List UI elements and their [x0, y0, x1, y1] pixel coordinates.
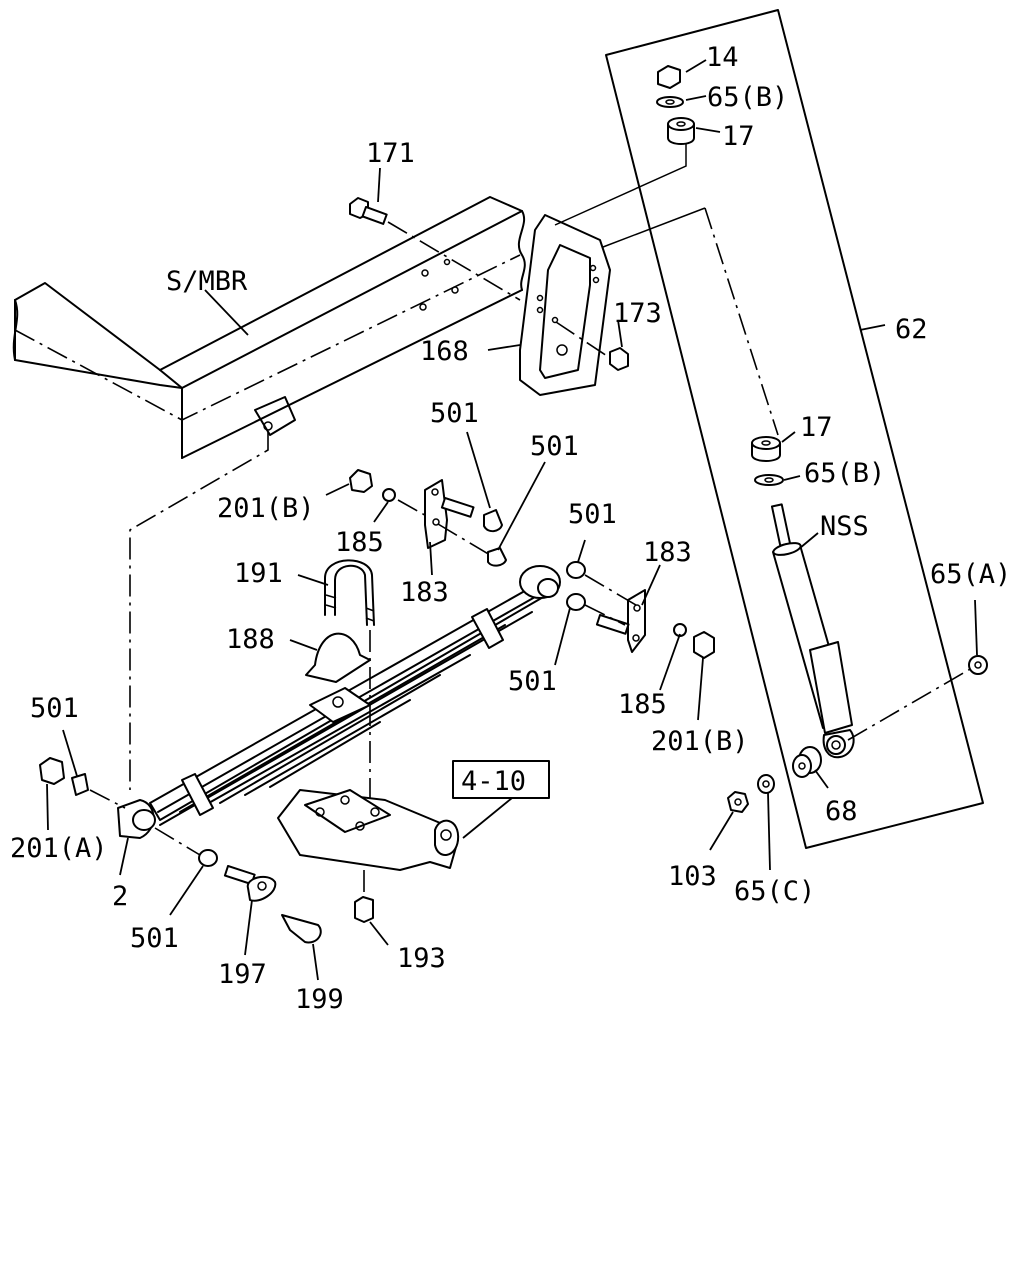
side-member [12, 196, 526, 459]
label-65b-mid: 65(B) [804, 458, 885, 489]
rear-eye-hardware [39, 757, 322, 944]
label-191: 191 [234, 558, 283, 589]
label-65a-right: 65(A) [930, 559, 1011, 590]
label-201a: 201(A) [10, 833, 108, 864]
label-501-a: 501 [430, 398, 479, 429]
label-501-d: 501 [508, 666, 557, 697]
leaf-spring [117, 565, 561, 839]
bolt-171 [349, 197, 521, 301]
label-501-left: 501 [30, 693, 79, 724]
washer-65a [968, 655, 988, 675]
label-s-mbr: S/MBR [166, 266, 248, 297]
label-185-left: 185 [335, 527, 384, 558]
label-17-mid: 17 [800, 412, 833, 443]
shock-kit-frame [605, 9, 984, 849]
lower-shock-hardware [727, 746, 822, 813]
label-171: 171 [366, 138, 415, 169]
reference-box-4-10 [452, 760, 550, 799]
label-188: 188 [226, 624, 275, 655]
label-501-c: 501 [568, 499, 617, 530]
label-2: 2 [112, 881, 128, 912]
leader-lines [46, 59, 978, 981]
spring-seat-188 [305, 632, 371, 683]
shackle-183-left [424, 479, 507, 567]
label-183-right: 183 [643, 537, 692, 568]
label-nss: NSS [820, 511, 869, 542]
label-173: 173 [613, 298, 662, 329]
label-14: 14 [706, 42, 739, 73]
label-103: 103 [668, 861, 717, 892]
label-501-bottom: 501 [130, 923, 179, 954]
bracket-168 [519, 214, 629, 396]
label-183-left: 183 [400, 577, 449, 608]
shock-absorber [770, 503, 855, 759]
label-185-right: 185 [618, 689, 667, 720]
label-62: 62 [895, 314, 928, 345]
label-4-10: 4-10 [461, 766, 526, 797]
label-65b-top: 65(B) [707, 82, 788, 113]
label-17-top: 17 [722, 121, 755, 152]
label-201b-left: 201(B) [217, 493, 315, 524]
label-197: 197 [218, 959, 267, 990]
label-68: 68 [825, 796, 858, 827]
label-65c: 65(C) [734, 876, 815, 907]
shackle-183-right [566, 561, 646, 653]
u-bolt-191 [324, 559, 375, 820]
mid-hardware [751, 436, 784, 486]
top-hardware [656, 65, 695, 145]
label-168: 168 [420, 336, 469, 367]
label-199: 199 [295, 984, 344, 1015]
callout-labels: 14 65(B) 17 171 S/MBR 173 168 62 501 501… [10, 42, 1011, 1015]
label-501-b: 501 [530, 431, 579, 462]
label-193: 193 [397, 943, 446, 974]
spring-plate [277, 789, 460, 871]
nut-193 [354, 896, 374, 923]
label-201b-right: 201(B) [651, 726, 749, 757]
